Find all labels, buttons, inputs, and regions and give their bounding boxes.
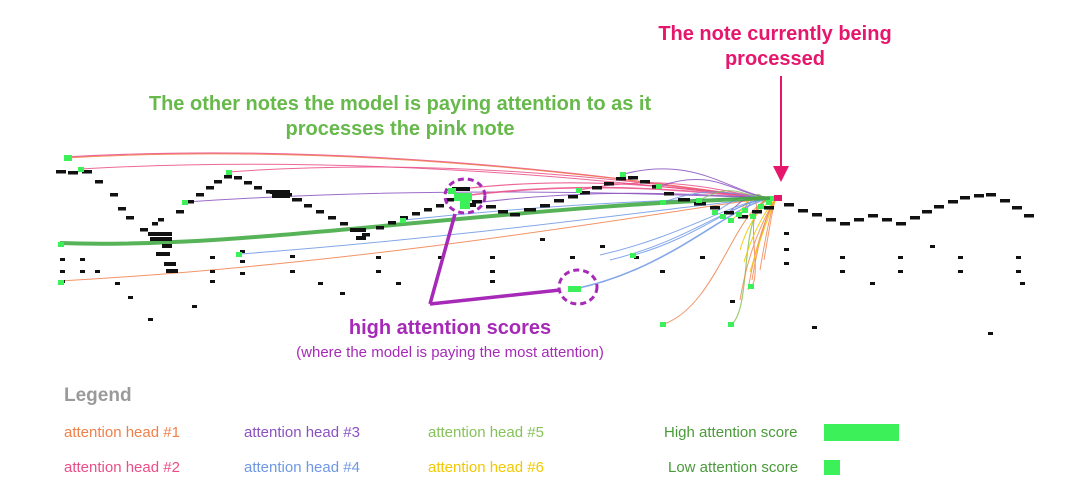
pointer-line-upper <box>428 213 457 305</box>
legend-low-score-label: Low attention score <box>668 459 799 476</box>
legend-title: Legend <box>64 385 132 406</box>
legend-head-3: attention head #3 <box>244 424 360 441</box>
high-score-swatch <box>824 424 899 441</box>
legend-head-1: attention head #1 <box>64 424 180 441</box>
high-attention-annotation: high attention scores <box>348 317 552 339</box>
attended-notes-annotation: The other notes the model is paying atte… <box>148 93 652 140</box>
highlight-annotations <box>428 76 789 306</box>
pointer-line-lower <box>429 288 561 306</box>
legend-high-score-label: High attention score <box>664 424 798 441</box>
legend-head-6: attention head #6 <box>428 459 544 476</box>
note-grid <box>56 170 1034 335</box>
high-attention-subtitle: (where the model is paying the most atte… <box>296 344 604 361</box>
piano-roll-background <box>40 140 1040 350</box>
low-score-swatch <box>824 460 840 475</box>
current-note <box>774 195 782 201</box>
legend-head-2: attention head #2 <box>64 459 180 476</box>
high-attention-circle-upper <box>443 177 487 215</box>
current-note-annotation: The note currently being processed <box>658 23 892 70</box>
legend-head-5: attention head #5 <box>428 424 544 441</box>
high-attention-circle-lower <box>557 268 599 306</box>
legend-head-4: attention head #4 <box>244 459 360 476</box>
attended-notes <box>58 155 776 327</box>
